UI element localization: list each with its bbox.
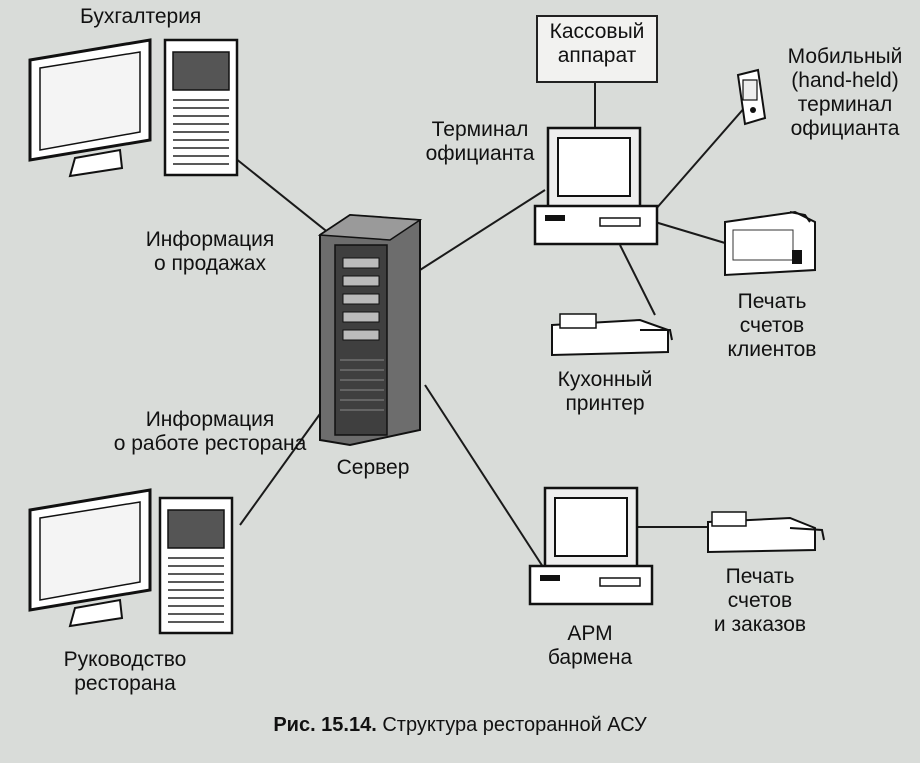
label-kitchen-printer: Кухонный принтер: [557, 368, 653, 415]
connection-lines: [234, 79, 761, 571]
label-client-bills: Печать счетов клиентов: [727, 290, 817, 361]
link-terminal-kitchen-printer: [619, 244, 656, 316]
kitchen-printer-icon: [551, 313, 673, 357]
server-icon: [317, 213, 423, 447]
caption-number: Рис. 15.14.: [273, 714, 377, 736]
caption-text: Структура ресторанной АСУ: [382, 714, 647, 736]
label-server: Сервер: [336, 456, 410, 479]
link-management-server: [239, 399, 331, 526]
label-sales-info: Информация о продажах: [145, 228, 275, 275]
bartender-workstation-icon: [528, 486, 654, 606]
label-bills-orders: Печать счетов и заказов: [713, 565, 807, 636]
orders-printer-icon: [707, 511, 825, 554]
label-waiter-terminal: Терминал официанта: [425, 118, 535, 165]
link-server-waiter-terminal: [419, 189, 546, 271]
waiter-terminal-icon: [533, 126, 659, 246]
label-bartender-workstation: АРМ бармена: [547, 622, 633, 669]
accounting-workstation-icon: [28, 38, 239, 178]
link-terminal-client-printer: [654, 221, 736, 247]
label-accounting: Бухгалтерия: [80, 5, 202, 28]
label-restaurant-info: Информация о работе ресторана: [113, 408, 307, 455]
client-printer-icon: [724, 210, 816, 277]
figure-caption: Рис. 15.14. Структура ресторанной АСУ: [0, 714, 920, 737]
cash-register-box: [536, 15, 658, 83]
mobile-terminal-icon: [736, 68, 767, 126]
label-cash-register: Кассовый аппарат: [549, 20, 645, 67]
label-management: Руководство ресторана: [63, 648, 187, 695]
management-workstation-icon: [28, 488, 234, 635]
label-mobile-terminal: Мобильный (hand-held) терминал официанта: [787, 45, 903, 140]
link-server-bartender: [424, 384, 546, 571]
